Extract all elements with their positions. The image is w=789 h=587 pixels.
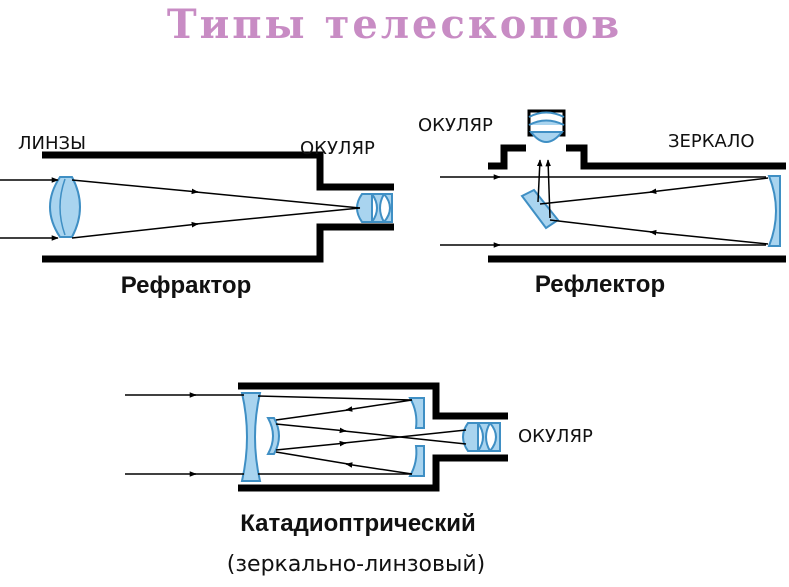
reflector-caption: Рефлектор (535, 271, 665, 298)
reflector-diagonal-mirror (520, 188, 560, 230)
catadioptric-subcaption: (зеркально-линзовый) (227, 552, 485, 577)
catadioptric-caption: Катадиоптрический (240, 510, 476, 537)
reflector-diagram: ОКУЛЯР ЗЕРКАЛО Рефлектор (418, 109, 786, 298)
refractor-objective-lens (49, 176, 81, 238)
reflector-mirror-label: ЗЕРКАЛО (668, 131, 755, 152)
catadioptric-primary-mirror (408, 397, 425, 429)
refractor-eyepiece-label: ОКУЛЯР (300, 138, 375, 159)
refractor-diagram: ЛИНЗЫ ОКУЛЯР Рефрактор (0, 133, 394, 299)
reflector-tube-top (488, 144, 526, 170)
refractor-caption: Рефрактор (121, 272, 252, 299)
refractor-lens-label: ЛИНЗЫ (18, 133, 86, 154)
catadioptric-eyepiece (462, 422, 501, 452)
catadioptric-secondary-mirror (266, 417, 280, 455)
catadioptric-corrector-lens (240, 392, 262, 482)
reflector-primary-mirror (767, 175, 781, 247)
catadioptric-diagram: ОКУЛЯР Катадиоптрический (зеркально-линз… (125, 382, 593, 577)
catadioptric-tube-top (238, 382, 508, 420)
refractor-tube-bottom (42, 223, 394, 263)
catadioptric-eyepiece-label: ОКУЛЯР (518, 426, 593, 447)
catadioptric-tube-bottom (238, 454, 508, 492)
refractor-eyepiece (356, 193, 393, 223)
reflector-eyepiece-label: ОКУЛЯР (418, 115, 493, 136)
page-title: Типы телескопов (166, 1, 623, 48)
reflector-eyepiece (527, 109, 566, 143)
refractor-tube-top (42, 151, 394, 191)
